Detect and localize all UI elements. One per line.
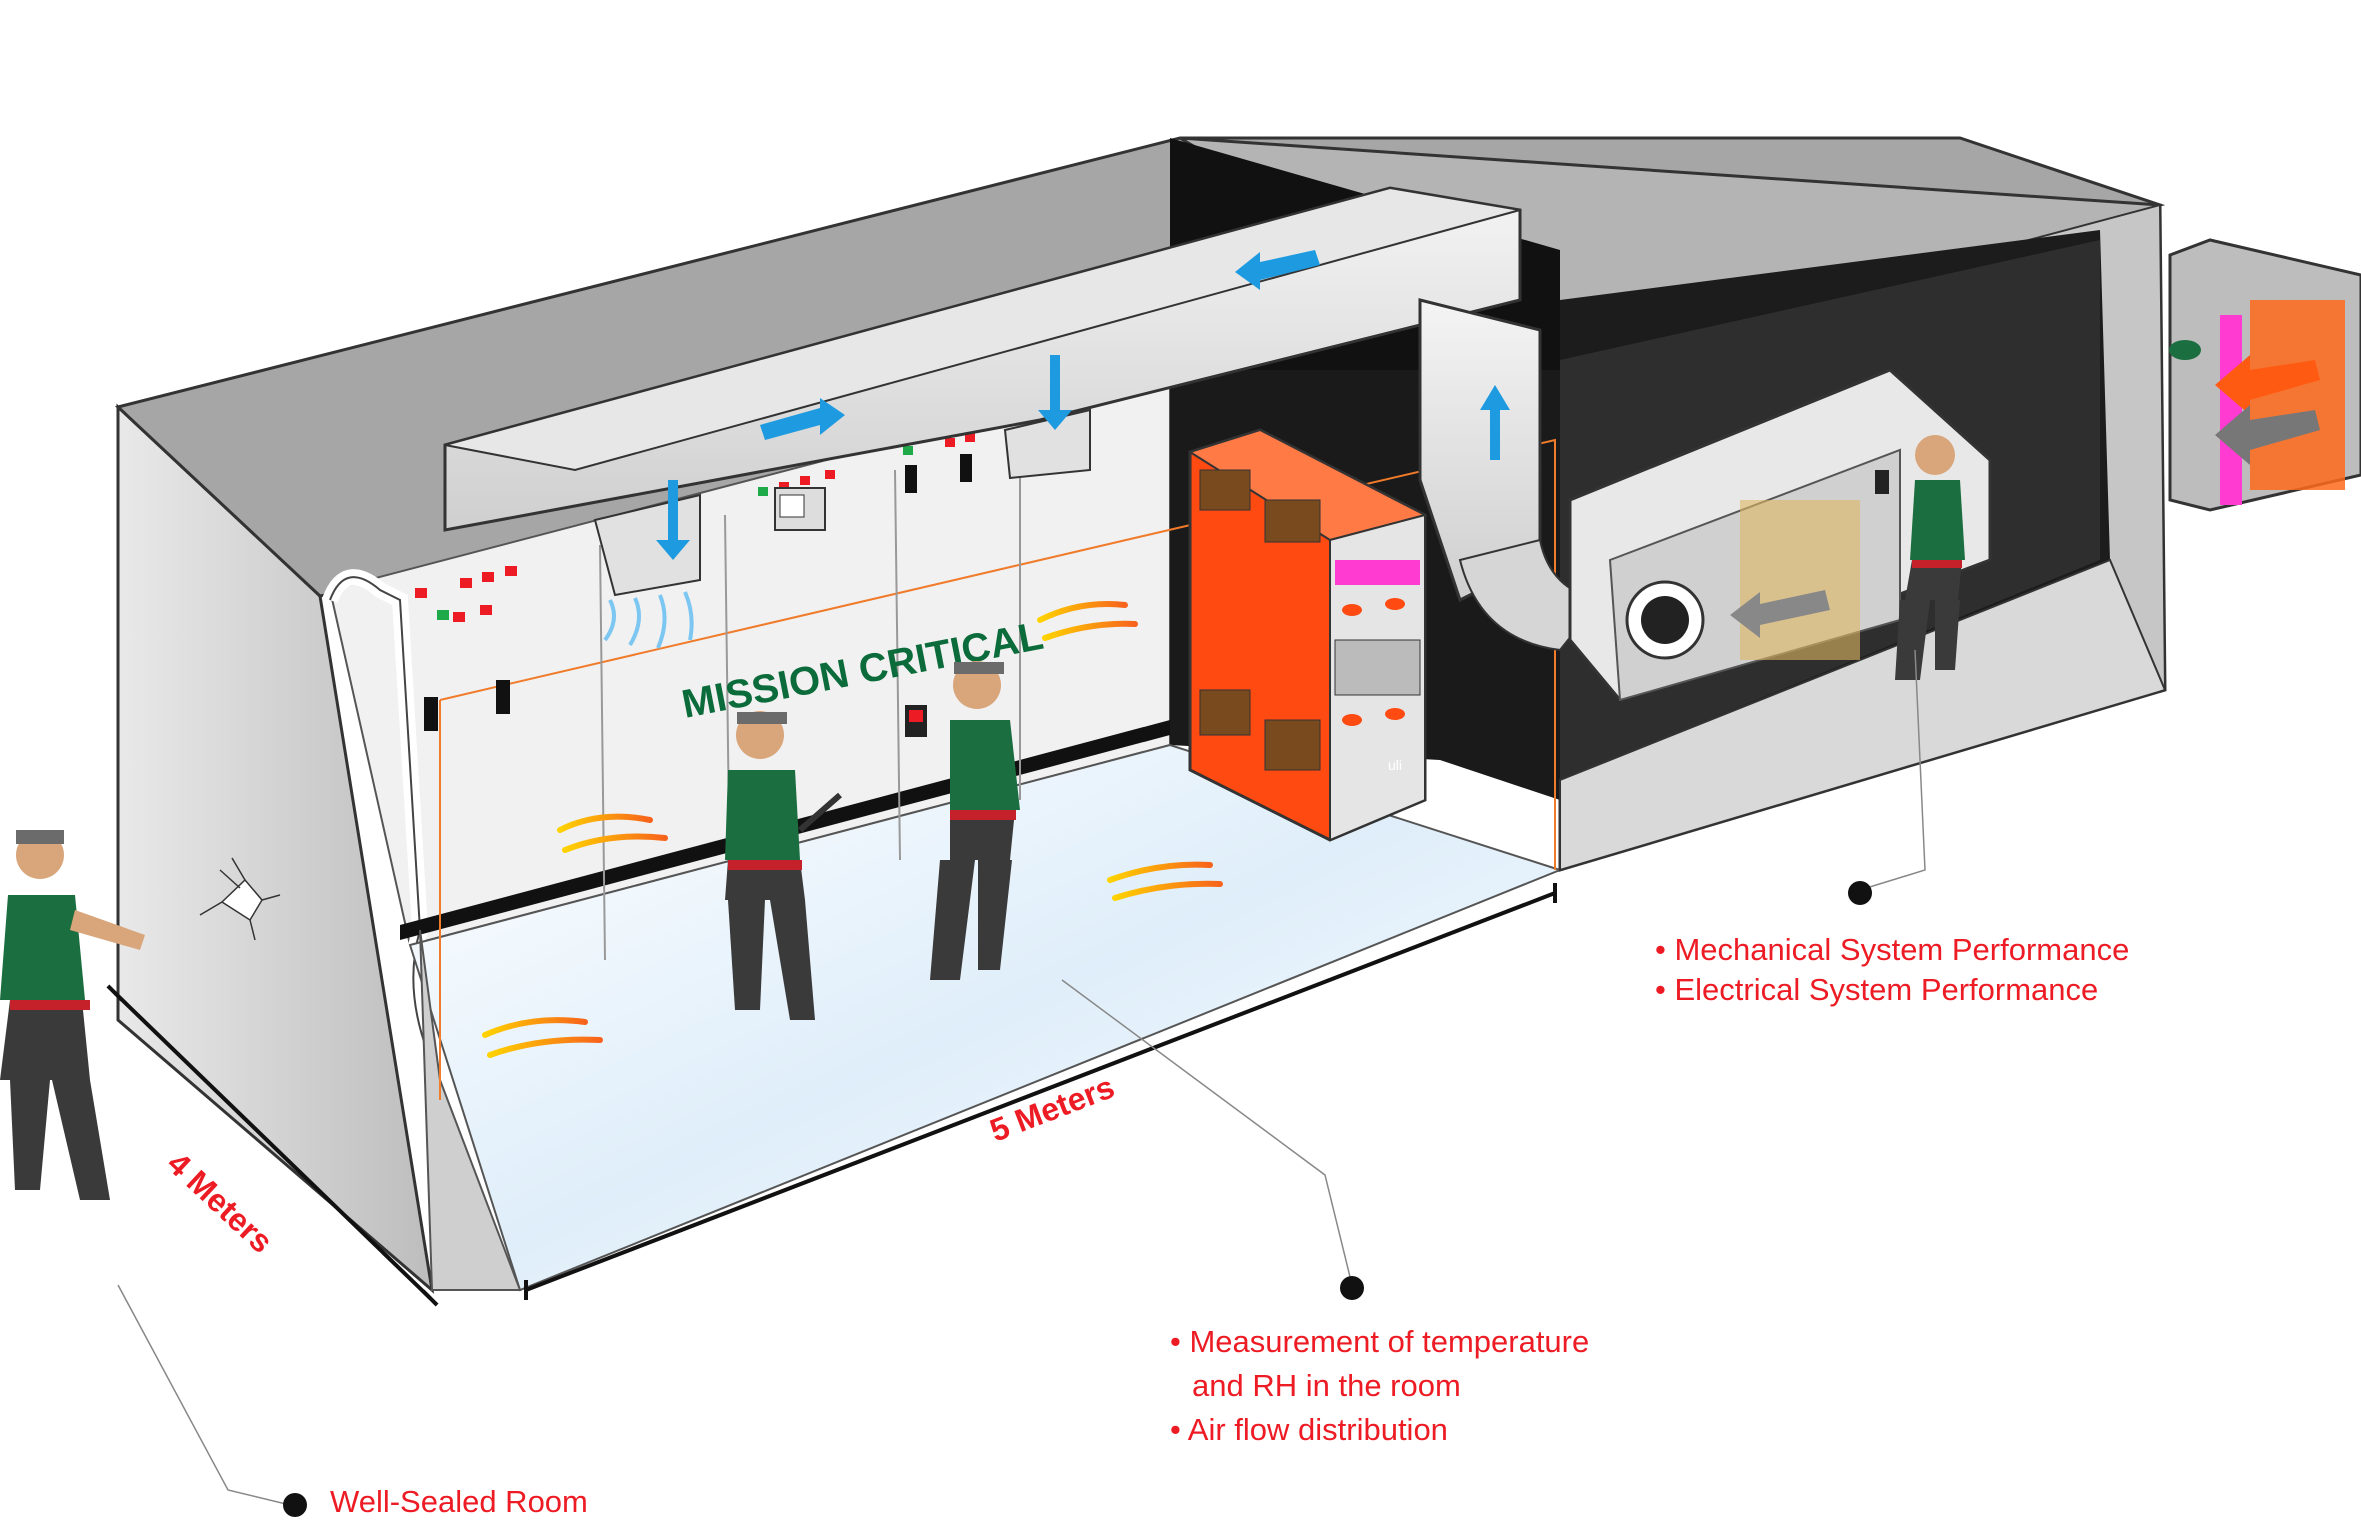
electrical-panels — [415, 382, 1115, 961]
callout-well-sealed-room: Well-Sealed Room — [330, 1484, 588, 1519]
precision-ac-cabinet: uli — [1187, 428, 1428, 842]
air-handling-unit — [1568, 368, 1992, 702]
leader-lines — [117, 649, 1926, 1506]
callout-dots — [283, 881, 1872, 1517]
callout-line-electrical: • Electrical System Performance — [1655, 972, 2099, 1007]
technician-left — [0, 830, 145, 1200]
callout-system-performance: • Mechanical System Performance • Electr… — [1655, 930, 2129, 1010]
cabinet-logo: uli — [1388, 757, 1402, 773]
technician-center — [725, 711, 842, 1020]
dimension-lines — [106, 883, 1557, 1307]
callout-line-temperature: • Measurement of temperature — [1170, 1324, 1590, 1359]
technician-right-room — [1875, 435, 1965, 680]
callout-line-rh: and RH in the room — [1192, 1368, 1461, 1403]
heat-waves — [482, 601, 1223, 1058]
wall-crack — [199, 857, 281, 941]
callout-room-measurement: • Measurement of temperature and RH in t… — [1170, 1320, 1589, 1452]
supply-duct — [443, 186, 1830, 652]
rooftop-unit — [2168, 238, 2361, 512]
callout-line-airflow: • Air flow distribution — [1170, 1412, 1448, 1447]
technician-tablet — [905, 661, 1020, 980]
callout-line-mechanical: • Mechanical System Performance — [1655, 932, 2130, 967]
